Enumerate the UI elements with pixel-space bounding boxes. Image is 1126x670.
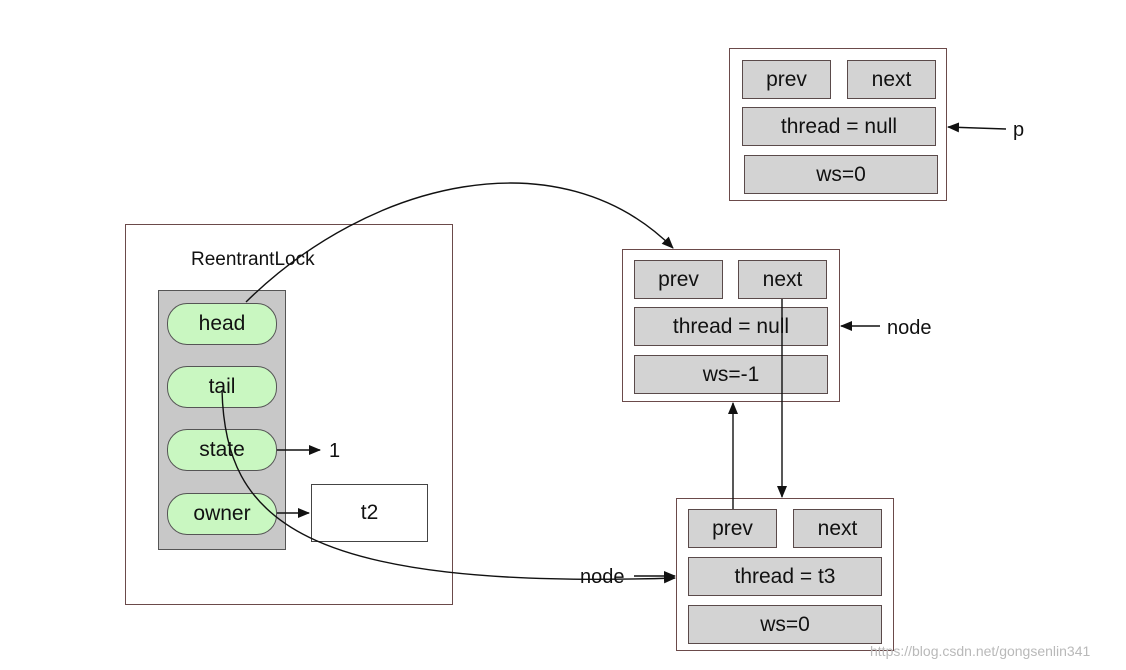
node-p-label: p <box>1013 119 1025 141</box>
owner-field: owner <box>167 493 277 535</box>
node-t3-prev: prev <box>688 509 777 548</box>
node-p-prev: prev <box>742 60 831 99</box>
tail-field: tail <box>167 366 277 408</box>
node-t3-ws: ws=0 <box>688 605 882 644</box>
head-field: head <box>167 303 277 345</box>
node-t3-label: node <box>580 566 625 588</box>
node-head-thread: thread = null <box>634 307 828 346</box>
p-label-arrow <box>947 122 1007 133</box>
owner-value-box: t2 <box>311 484 428 542</box>
node-t3-thread: thread = t3 <box>688 557 882 596</box>
node-head-label: node <box>887 317 932 339</box>
state-value: 1 <box>329 440 341 462</box>
state-field: state <box>167 429 277 471</box>
node-head-ws: ws=-1 <box>634 355 828 394</box>
node-t3-next: next <box>793 509 882 548</box>
node-p-next: next <box>847 60 936 99</box>
node-head-next: next <box>738 260 827 299</box>
node-head-prev: prev <box>634 260 723 299</box>
node-p-ws: ws=0 <box>744 155 938 194</box>
node-p-thread: thread = null <box>742 107 936 146</box>
watermark: https://blog.csdn.net/gongsenlin341 <box>870 643 1091 659</box>
reentrantlock-title: ReentrantLock <box>191 249 315 270</box>
